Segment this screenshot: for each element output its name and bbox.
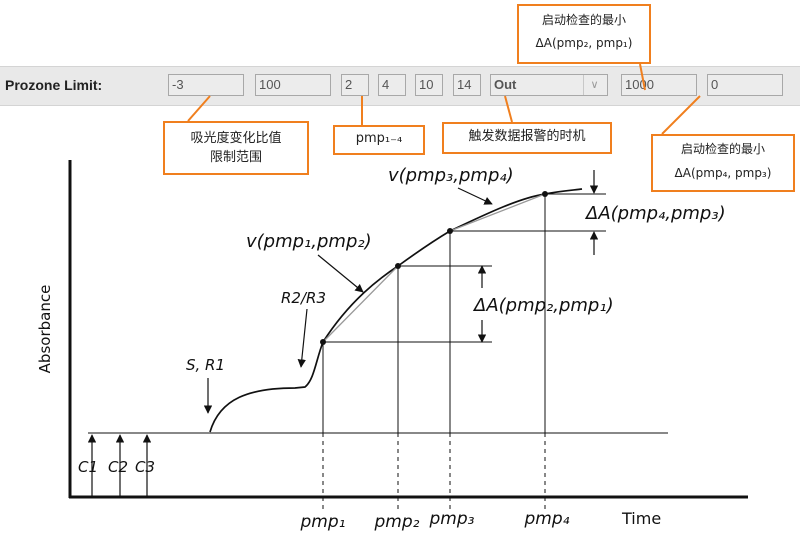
callout-min-delta-a43-line1: 启动检查的最小 xyxy=(680,142,765,156)
callout-min-delta-a43-line2: ΔA(pmp₄, pmp₃) xyxy=(674,166,772,180)
pointer-right xyxy=(661,95,701,135)
ratio-min-field[interactable]: -3 xyxy=(168,74,244,96)
time-guides-dashed xyxy=(322,433,546,512)
prozone-limit-bar: Prozone Limit: -3 100 2 4 10 14 Out ∨ 10… xyxy=(0,66,800,106)
callout-min-delta-a21-line2: ΔA(pmp₂, pmp₁) xyxy=(535,36,633,50)
label-pmp4: pmp₄ xyxy=(524,509,570,529)
y-axis-label: Absorbance xyxy=(36,285,54,374)
callout-ratio-line1: 吸光度变化比值 xyxy=(190,131,282,146)
label-c2: C2 xyxy=(108,458,128,476)
v12-arrow xyxy=(317,254,364,293)
label-sr1: S, R1 xyxy=(186,356,225,374)
label-c3: C3 xyxy=(135,458,155,476)
prozone-limit-label: Prozone Limit: xyxy=(5,77,103,93)
label-pmp3: pmp₃ xyxy=(429,509,475,529)
callout-ratio-line2: 限制范围 xyxy=(209,150,262,165)
chevron-down-icon[interactable]: ∨ xyxy=(583,75,605,95)
callout-pointers xyxy=(187,63,701,135)
label-c1: C1 xyxy=(78,458,98,476)
pointer-ratio xyxy=(187,95,211,122)
absorbance-curve xyxy=(209,188,583,433)
v34-arrow xyxy=(457,187,493,205)
callout-min-delta-a21: 启动检查的最小 ΔA(pmp₂, pmp₁) xyxy=(517,4,651,64)
min-delta-a43-field[interactable]: 0 xyxy=(707,74,783,96)
alarm-timing-select[interactable]: Out xyxy=(490,74,608,96)
label-r2r3: R2/R3 xyxy=(281,289,326,307)
label-delta-a43: ΔA(pmp₄,pmp₃) xyxy=(584,203,726,224)
chord-pmp1-pmp2 xyxy=(322,265,399,343)
ratio-max-field[interactable]: 100 xyxy=(255,74,331,96)
alarm-timing-value: Out xyxy=(494,77,517,92)
callout-ratio-limit: 吸光度变化比值 限制范围 xyxy=(163,121,309,175)
callout-alarm-trigger: 触发数据报警的时机 xyxy=(442,122,612,154)
pmp2-field[interactable]: 4 xyxy=(378,74,406,96)
label-v12: v(pmp₁,pmp₂) xyxy=(246,231,372,252)
x-axis-label: Time xyxy=(621,509,661,528)
callout-pmp: pmp₁₋₄ xyxy=(333,125,425,155)
chord-pmp3-pmp4 xyxy=(449,193,546,232)
callout-pmp-text: pmp₁₋₄ xyxy=(355,131,403,146)
callout-alarm-trigger-text: 触发数据报警的时机 xyxy=(468,129,586,144)
pmp3-field[interactable]: 10 xyxy=(415,74,443,96)
label-pmp1: pmp₁ xyxy=(300,512,346,532)
delta-guides xyxy=(323,193,606,343)
time-guides xyxy=(322,194,546,433)
r2r3-arrow xyxy=(297,308,308,368)
pointer-trigger xyxy=(504,95,513,123)
pmp4-field[interactable]: 14 xyxy=(453,74,481,96)
label-pmp2: pmp₂ xyxy=(374,512,420,532)
label-v34: v(pmp₃,pmp₄) xyxy=(388,165,514,186)
callout-min-delta-a21-line1: 启动检查的最小 xyxy=(541,13,626,27)
min-delta-a21-field[interactable]: 1000 xyxy=(621,74,697,96)
callout-min-delta-a43: 启动检查的最小 ΔA(pmp₄, pmp₃) xyxy=(651,134,795,192)
pointer-top xyxy=(639,63,646,91)
pmp1-field[interactable]: 2 xyxy=(341,74,369,96)
label-delta-a21: ΔA(pmp₂,pmp₁) xyxy=(472,295,614,316)
